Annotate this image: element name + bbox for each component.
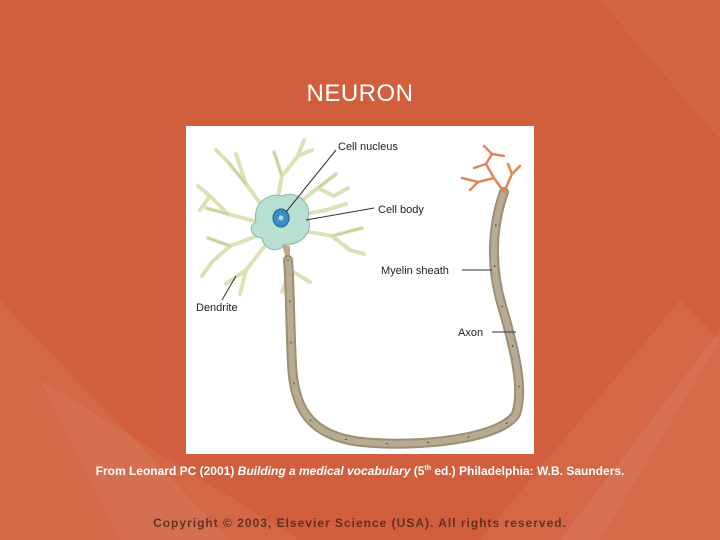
caption-edition-open: (5 bbox=[410, 464, 425, 478]
label-cell-body: Cell body bbox=[378, 204, 424, 216]
label-cell-nucleus: Cell nucleus bbox=[338, 141, 398, 153]
caption-book-title: Building a medical vocabulary bbox=[237, 464, 411, 478]
caption-edition-sup: th bbox=[424, 465, 431, 472]
caption-suffix: ed.) Philadelphia: W.B. Saunders. bbox=[431, 464, 625, 478]
label-axon: Axon bbox=[458, 327, 483, 339]
slide-title: NEURON bbox=[306, 80, 414, 107]
neuron-illustration: Cell nucleus Cell body Myelin sheath Den… bbox=[196, 138, 525, 449]
caption-prefix: From Leonard PC (2001) bbox=[95, 464, 238, 478]
neuron-figure: Cell nucleus Cell body Myelin sheath Den… bbox=[186, 126, 534, 454]
axon bbox=[283, 187, 525, 449]
label-myelin-sheath: Myelin sheath bbox=[381, 265, 449, 277]
copyright-footer: Copyright © 2003, Elsevier Science (USA)… bbox=[153, 516, 567, 530]
label-dendrite: Dendrite bbox=[196, 302, 238, 314]
axon-terminal bbox=[460, 144, 522, 194]
citation-caption: From Leonard PC (2001) Building a medica… bbox=[0, 464, 720, 478]
